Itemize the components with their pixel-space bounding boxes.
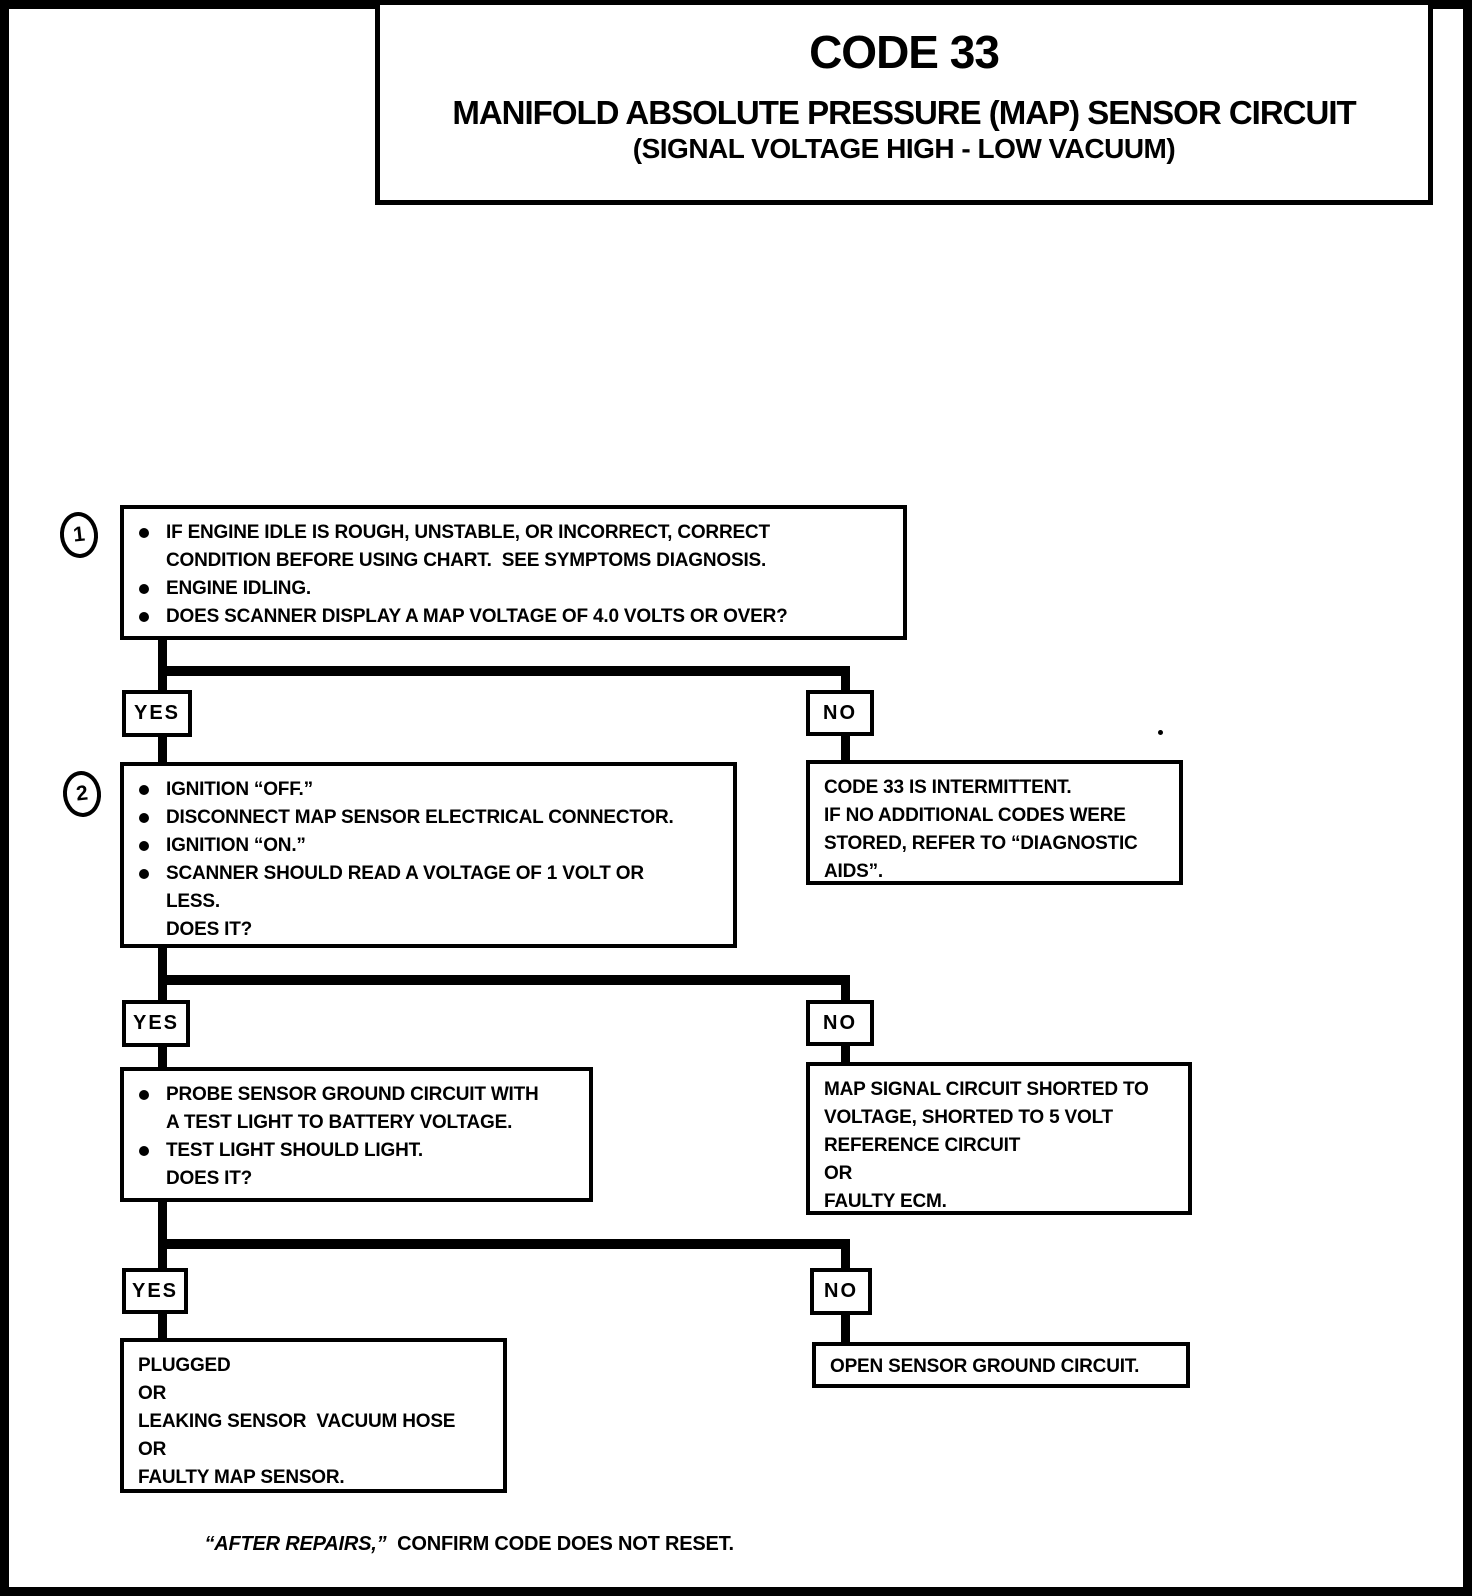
list-item-text: PROBE SENSOR GROUND CIRCUIT WITH — [166, 1084, 539, 1105]
list-item: TEST LIGHT SHOULD LIGHT. — [124, 1137, 577, 1165]
list-item: IGNITION “ON.” — [124, 832, 721, 860]
result-box-short-circuit: MAP SIGNAL CIRCUIT SHORTED TO VOLTAGE, S… — [806, 1062, 1192, 1215]
yes-label-box-2: YES — [122, 1000, 190, 1047]
result-text-line: PLUGGED — [138, 1355, 231, 1376]
result-text-line: FAULTY ECM. — [824, 1191, 947, 1212]
result-text-line: OR — [138, 1439, 167, 1460]
list-item-text: DISCONNECT MAP SENSOR ELECTRICAL CONNECT… — [166, 807, 674, 828]
question-box-1: IF ENGINE IDLE IS ROUGH, UNSTABLE, OR IN… — [120, 505, 907, 640]
flow-line-across-2 — [158, 975, 850, 985]
list-item-text: DOES IT? — [166, 1168, 253, 1189]
bullet-icon — [139, 869, 149, 879]
list-item: SCANNER SHOULD READ A VOLTAGE OF 1 VOLT … — [124, 860, 721, 888]
flow-line-across-1 — [158, 666, 850, 676]
yes-label: YES — [132, 1012, 180, 1034]
title-code: CODE 33 — [809, 26, 1000, 78]
stray-dot — [1158, 730, 1163, 735]
list-item: IGNITION “OFF.” — [124, 776, 721, 804]
footer-note: “AFTER REPAIRS,” CONFIRM CODE DOES NOT R… — [183, 1510, 734, 1579]
yes-label-box-3: YES — [122, 1268, 188, 1314]
list-item-text: ENGINE IDLING. — [166, 578, 311, 599]
list-item: DOES IT? — [124, 1165, 577, 1193]
bullet-icon — [139, 785, 149, 795]
result-text-line: STORED, REFER TO “DIAGNOSTIC — [824, 833, 1138, 854]
list-item-text: IGNITION “OFF.” — [166, 779, 313, 800]
no-label: NO — [823, 701, 857, 724]
step-badge-1-number: 1 — [71, 522, 86, 547]
list-item-text: IGNITION “ON.” — [166, 835, 306, 856]
bullet-icon — [139, 841, 149, 851]
result-text-line: MAP SIGNAL CIRCUIT SHORTED TO — [824, 1079, 1149, 1100]
flow-line-across-3 — [158, 1239, 850, 1249]
footer-note-rest: CONFIRM CODE DOES NOT RESET. — [386, 1533, 734, 1555]
result-text-line: REFERENCE CIRCUIT — [824, 1135, 1021, 1156]
result-text-line: IF NO ADDITIONAL CODES WERE — [824, 805, 1126, 826]
list-item-text: DOES IT? — [166, 919, 253, 940]
list-item-text: DOES SCANNER DISPLAY A MAP VOLTAGE OF 4.… — [166, 606, 788, 627]
result-box-open-ground: OPEN SENSOR GROUND CIRCUIT. — [812, 1342, 1190, 1388]
list-item: ENGINE IDLING. — [124, 575, 891, 603]
step-badge-2: 2 — [60, 769, 104, 819]
step-badge-1: 1 — [57, 510, 101, 560]
bullet-icon — [139, 528, 149, 538]
footer-note-italic: “AFTER REPAIRS,” — [204, 1533, 387, 1555]
yes-label-box-1: YES — [122, 690, 192, 737]
bullet-icon — [139, 584, 149, 594]
no-label-box-1: NO — [806, 690, 874, 736]
no-label-box-2: NO — [806, 1000, 874, 1046]
title-line2: (SIGNAL VOLTAGE HIGH - LOW VACUUM) — [632, 133, 1176, 164]
bullet-icon — [139, 813, 149, 823]
result-text-line: AIDS”. — [824, 861, 883, 882]
list-item: IF ENGINE IDLE IS ROUGH, UNSTABLE, OR IN… — [124, 519, 891, 547]
list-item-text: A TEST LIGHT TO BATTERY VOLTAGE. — [166, 1112, 513, 1133]
result-text-line: FAULTY MAP SENSOR. — [138, 1467, 345, 1488]
result-text-line: LEAKING SENSOR VACUUM HOSE — [138, 1411, 456, 1432]
title-box: CODE 33 MANIFOLD ABSOLUTE PRESSURE (MAP)… — [375, 0, 1433, 205]
list-item: A TEST LIGHT TO BATTERY VOLTAGE. — [124, 1109, 577, 1137]
list-item: DISCONNECT MAP SENSOR ELECTRICAL CONNECT… — [124, 804, 721, 832]
result-text-line: OR — [824, 1163, 853, 1184]
list-item: PROBE SENSOR GROUND CIRCUIT WITH — [124, 1081, 577, 1109]
step-badge-2-number: 2 — [74, 781, 89, 806]
list-item: DOES SCANNER DISPLAY A MAP VOLTAGE OF 4.… — [124, 603, 891, 631]
no-label: NO — [824, 1280, 858, 1302]
yes-label: YES — [131, 1279, 179, 1302]
bullet-icon — [139, 1146, 149, 1156]
result-box-intermittent: CODE 33 IS INTERMITTENT. IF NO ADDITIONA… — [806, 760, 1183, 885]
list-item: LESS. — [124, 888, 721, 916]
list-item-text: CONDITION BEFORE USING CHART. SEE SYMPTO… — [166, 550, 767, 571]
result-box-vacuum-hose: PLUGGED OR LEAKING SENSOR VACUUM HOSE OR… — [120, 1338, 507, 1493]
no-label-box-3: NO — [810, 1268, 872, 1315]
list-item: CONDITION BEFORE USING CHART. SEE SYMPTO… — [124, 547, 891, 575]
no-label: NO — [823, 1011, 857, 1034]
bullet-icon — [139, 1090, 149, 1100]
yes-label: YES — [133, 702, 181, 724]
result-text-line: VOLTAGE, SHORTED TO 5 VOLT — [824, 1107, 1113, 1128]
title-line1: MANIFOLD ABSOLUTE PRESSURE (MAP) SENSOR … — [452, 94, 1356, 131]
list-item-text: TEST LIGHT SHOULD LIGHT. — [166, 1140, 423, 1161]
question-box-2: IGNITION “OFF.” DISCONNECT MAP SENSOR EL… — [120, 762, 737, 948]
bullet-icon — [139, 612, 149, 622]
result-text-line: CODE 33 IS INTERMITTENT. — [824, 777, 1072, 798]
list-item: DOES IT? — [124, 916, 721, 944]
list-item-text: SCANNER SHOULD READ A VOLTAGE OF 1 VOLT … — [166, 863, 644, 884]
list-item-text: LESS. — [166, 891, 220, 912]
result-text-line: OPEN SENSOR GROUND CIRCUIT. — [830, 1356, 1140, 1377]
result-text-line: OR — [138, 1383, 167, 1404]
list-item-text: IF ENGINE IDLE IS ROUGH, UNSTABLE, OR IN… — [166, 522, 770, 543]
question-box-3: PROBE SENSOR GROUND CIRCUIT WITH A TEST … — [120, 1067, 593, 1202]
